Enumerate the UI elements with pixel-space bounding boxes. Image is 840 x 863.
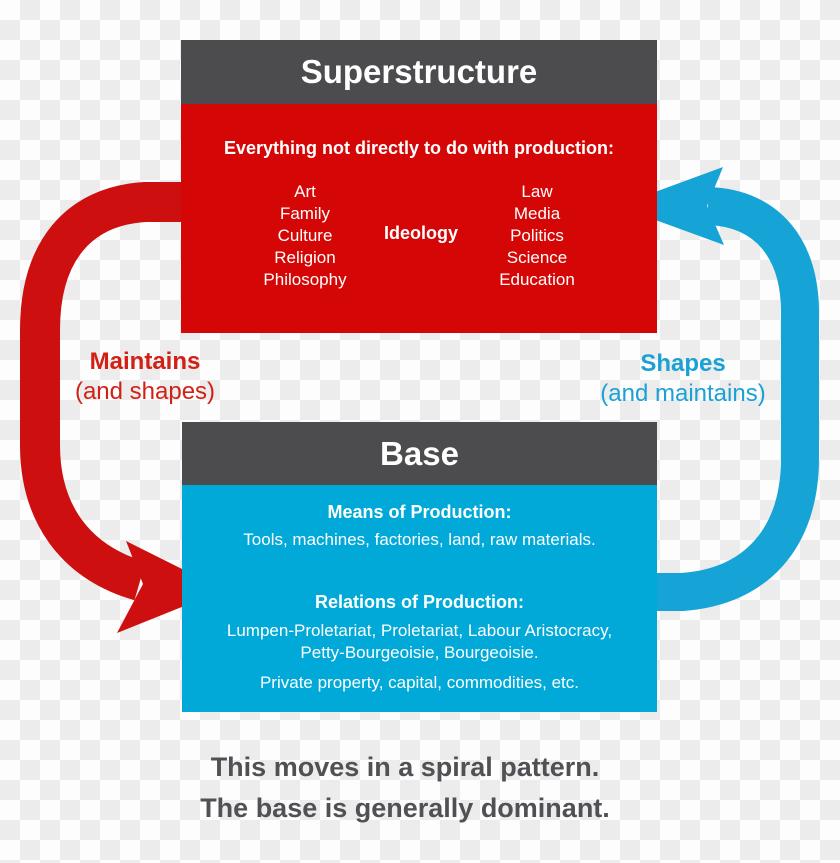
superstructure-body: Everything not directly to do with produ… [181,104,657,333]
shapes-label-main: Shapes [640,350,726,377]
list-item: Education [499,270,575,289]
shapes-label: Shapes (and maintains) [578,349,788,409]
superstructure-box: Superstructure Everything not directly t… [181,40,657,333]
superstructure-title: Superstructure [181,40,657,104]
list-item: Philosophy [263,270,347,289]
superstructure-right-column: Law Media Politics Science Education [452,181,622,291]
maintains-arrow-head [117,541,224,633]
base-box: Base Means of Production: Tools, machine… [182,422,657,712]
list-item: Religion [274,248,336,267]
shapes-arrow-band [656,187,819,611]
shapes-arrow-head [617,167,724,245]
maintains-arrow [20,182,224,633]
list-item: Politics [510,226,564,245]
relations-line-1: Lumpen-Proletariat, Proletariat, Labour … [226,621,613,640]
base-body: Means of Production: Tools, machines, fa… [182,485,657,712]
relations-of-production-text: Lumpen-Proletariat, Proletariat, Labour … [182,620,657,664]
maintains-label-main: Maintains [89,348,201,375]
base-title: Base [182,422,657,485]
caption-line-1: This moves in a spiral pattern. [210,752,600,782]
ideology-label: Ideology [383,223,458,243]
caption: This moves in a spiral pattern. The base… [150,747,660,829]
list-item: Science [506,248,568,267]
shapes-label-sub: (and maintains) [600,380,766,407]
superstructure-left-column: Art Family Culture Religion Philosophy [220,181,390,291]
maintains-label-sub: (and shapes) [74,378,216,405]
list-item: Law [521,182,553,201]
shapes-arrow [617,167,819,611]
list-item: Art [294,182,316,201]
caption-line-2: The base is generally dominant. [200,793,610,823]
means-of-production-text: Tools, machines, factories, land, raw ma… [243,530,596,549]
relations-of-production-heading: Relations of Production: [315,592,524,612]
maintains-arrow-band [20,182,183,601]
list-item: Family [279,204,331,223]
means-of-production-heading: Means of Production: [327,502,512,522]
list-item: Media [513,204,561,223]
relations-line-2: Petty-Bourgeoisie, Bourgeoisie. [300,643,539,662]
relations-extra-text: Private property, capital, commodities, … [259,673,580,692]
list-item: Culture [277,226,333,245]
maintains-label: Maintains (and shapes) [55,347,235,407]
superstructure-intro: Everything not directly to do with produ… [224,138,614,158]
